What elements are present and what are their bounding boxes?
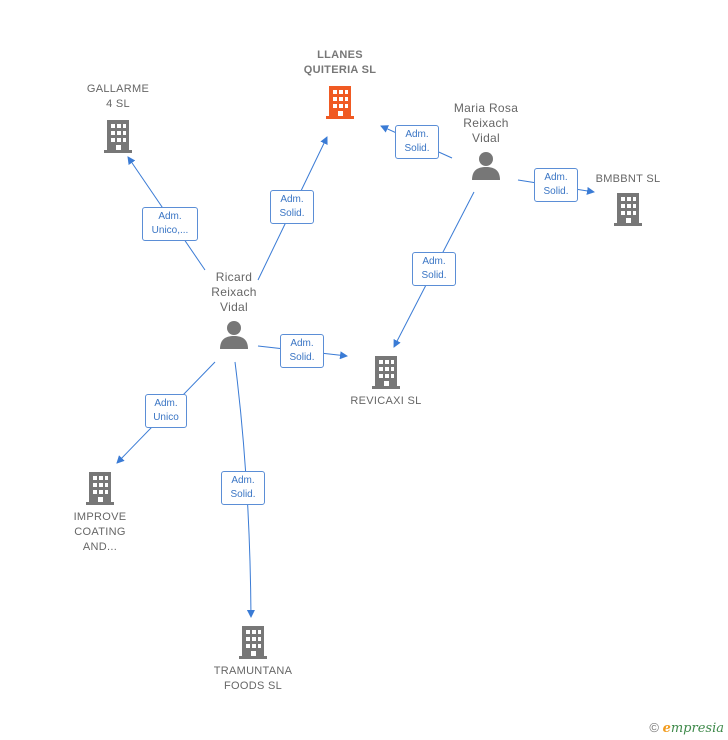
edge-label-maria-bmbbnt[interactable]: Adm. Solid. <box>534 168 578 202</box>
node-ricard-reixach-vidal[interactable]: Ricard Reixach Vidal <box>184 270 284 349</box>
node-label: LLANES QUITERIA SL <box>303 49 377 76</box>
node-bmbbnt[interactable]: BMBBNT SL <box>580 172 676 227</box>
node-label: Maria Rosa Reixach Vidal <box>453 101 519 145</box>
edge-label-ricard-improve[interactable]: Adm. Unico <box>145 394 187 428</box>
node-label: REVICAXI SL <box>350 395 422 407</box>
edge-label-ricard-tramuntana[interactable]: Adm. Solid. <box>221 471 265 505</box>
node-revicaxi[interactable]: REVICAXI SL <box>334 354 438 409</box>
empresia-brand: © empresia <box>649 720 724 736</box>
brand-name: mpresia <box>670 721 724 736</box>
node-tramuntana-foods[interactable]: TRAMUNTANA FOODS SL <box>198 624 308 694</box>
building-icon <box>86 472 114 505</box>
brand-e: e <box>662 721 671 736</box>
node-label: BMBBNT SL <box>595 173 661 185</box>
person-icon <box>472 152 500 180</box>
building-icon <box>104 120 132 153</box>
building-icon <box>614 193 642 226</box>
edge-label-ricard-gallarme[interactable]: Adm. Unico,... <box>142 207 198 241</box>
edge-label-maria-revicaxi[interactable]: Adm. Solid. <box>412 252 456 286</box>
building-icon <box>372 356 400 389</box>
node-label: TRAMUNTANA FOODS SL <box>213 665 293 692</box>
node-maria-rosa-reixach-vidal[interactable]: Maria Rosa Reixach Vidal <box>436 101 536 180</box>
building-icon <box>239 626 267 659</box>
building-icon <box>326 86 354 119</box>
person-icon <box>220 321 248 349</box>
node-improve-coating[interactable]: IMPROVE COATING AND... <box>50 470 150 555</box>
node-llanes-quiteria[interactable]: LLANES QUITERIA SL <box>286 48 394 120</box>
copyright-symbol: © <box>649 720 659 735</box>
node-gallarme[interactable]: GALLARME 4 SL <box>68 82 168 154</box>
edge-label-maria-llanes[interactable]: Adm. Solid. <box>395 125 439 159</box>
edge-label-ricard-revicaxi[interactable]: Adm. Solid. <box>280 334 324 368</box>
node-label: Ricard Reixach Vidal <box>211 270 257 314</box>
node-label: GALLARME 4 SL <box>86 83 150 110</box>
edge-label-ricard-llanes[interactable]: Adm. Solid. <box>270 190 314 224</box>
node-label: IMPROVE COATING AND... <box>73 511 127 553</box>
